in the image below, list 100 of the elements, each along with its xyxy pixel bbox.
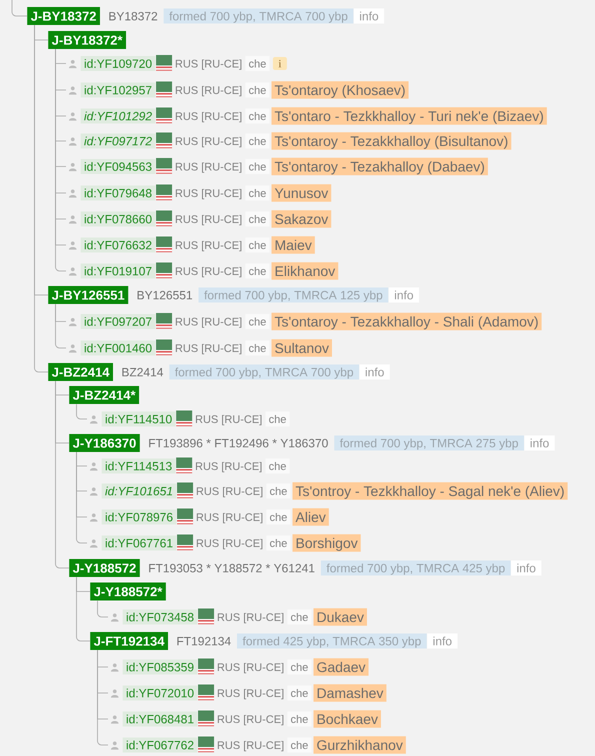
- age-estimate-tag: formed 425 ybp, TMRCA 350 ybp: [237, 634, 427, 648]
- haplogroup-box: J-FT192134: [90, 632, 168, 650]
- country-code: RUS [RU-CE]: [196, 415, 262, 426]
- lineage-tag: Ts'ontroy - Tezkkhalloy - Sagal nek'e (Aliev): [292, 482, 568, 500]
- country-code: RUS [RU-CE]: [196, 462, 262, 472]
- lineage-tag: Yunusov: [272, 184, 332, 202]
- info-tag: info: [388, 288, 420, 302]
- country-code: RUS [RU-CE]: [176, 162, 242, 173]
- info-tag: info: [359, 364, 390, 380]
- lineage-tag: Damashev: [314, 684, 386, 702]
- lineage-tag: Gurzhikhanov: [314, 736, 406, 754]
- language-tag: che: [245, 56, 270, 71]
- language-tag: che: [287, 738, 312, 752]
- country-code: RUS [RU-CE]: [176, 86, 242, 96]
- country-code: RUS [RU-CE]: [176, 137, 242, 148]
- sample-id-tag: id:YF102957: [80, 82, 156, 98]
- sample-id-tag: id:YF078976: [102, 510, 176, 524]
- tree-line: [97, 600, 108, 618]
- language-tag: che: [245, 108, 270, 124]
- haplogroup-box: J-BY18372*: [48, 31, 126, 49]
- sample-id-tag: id:YF078660: [80, 212, 156, 226]
- language-tag: che: [245, 314, 270, 329]
- snp-list: BY18372: [109, 12, 158, 20]
- sample-id-tag: id:YF019107: [80, 264, 156, 278]
- language-tag: che: [287, 686, 312, 700]
- lineage-tag: Ts'ontaroy - Tezakhalloy (Dabaev): [272, 158, 488, 176]
- age-estimate-tag: formed 700 ybp, TMRCA 275 ybp: [334, 436, 524, 450]
- sample-id-tag: id:YF114510: [102, 412, 176, 426]
- sample-id-tag: id:YF072010: [122, 686, 198, 700]
- language-tag: che: [245, 340, 270, 356]
- country-code: RUS [RU-CE]: [176, 344, 242, 354]
- language-tag: che: [265, 458, 290, 474]
- sample-id-tag: id:YF001460: [80, 340, 156, 356]
- country-code: RUS [RU-CE]: [176, 215, 242, 226]
- language-tag: che: [266, 536, 290, 550]
- age-estimate-tag: formed 700 ybp, TMRCA 700 ybp: [169, 364, 360, 380]
- sample-id-tag: id:YF085359: [122, 660, 198, 674]
- country-code: RUS [RU-CE]: [218, 662, 284, 674]
- age-estimate-tag: formed 700 ybp, TMRCA 700 ybp: [164, 8, 354, 24]
- language-tag: che: [245, 134, 270, 148]
- country-code: RUS [RU-CE]: [176, 241, 242, 252]
- lineage-tag: Ts'ontaroy - Tezakkhalloy (Bisultanov): [272, 132, 512, 150]
- haplogroup-box: J-BY126551: [48, 286, 128, 304]
- country-code: RUS [RU-CE]: [218, 612, 284, 624]
- info-tag: info: [354, 8, 384, 24]
- tree-line: [76, 404, 88, 420]
- language-tag: che: [245, 212, 270, 226]
- sample-id-tag: id:YF068481: [122, 712, 198, 726]
- tree-line: [34, 24, 48, 372]
- sample-id-tag: id:YF114513: [102, 458, 176, 474]
- snp-list: FT193053 * Y188572 * Y61241: [149, 564, 314, 572]
- language-tag: che: [266, 510, 290, 524]
- sample-id-tag: id:YF079648: [80, 186, 156, 200]
- sample-id-tag: id:YF109720: [80, 56, 156, 71]
- country-code: RUS [RU-CE]: [218, 714, 284, 726]
- tree-line: [12, 0, 28, 16]
- tree-line: [55, 380, 70, 568]
- country-code: RUS [RU-CE]: [196, 512, 262, 524]
- language-tag: che: [245, 159, 270, 174]
- language-tag: che: [287, 712, 312, 726]
- country-code: RUS [RU-CE]: [176, 189, 242, 200]
- sample-id-tag: id:YF076632: [80, 238, 156, 252]
- country-code: RUS [RU-CE]: [176, 112, 242, 122]
- country-code: RUS [RU-CE]: [176, 267, 242, 278]
- snp-list: BZ2414: [122, 368, 164, 376]
- language-tag: che: [245, 264, 270, 278]
- lineage-tag: Elikhanov: [272, 262, 338, 280]
- language-tag: che: [266, 484, 290, 498]
- sample-id-tag: id:YF073458: [122, 610, 198, 624]
- haplogroup-box: J-BY18372: [27, 7, 100, 25]
- age-estimate-tag: formed 700 ybp, TMRCA 125 ybp: [198, 288, 388, 302]
- snp-list: FT193896 * FT192496 * Y186370: [149, 438, 328, 448]
- lineage-tag: Dukaev: [314, 608, 367, 626]
- country-code: RUS [RU-CE]: [176, 60, 242, 70]
- haplogroup-box: J-BZ2414: [48, 363, 113, 381]
- language-tag: che: [245, 238, 270, 252]
- lineage-tag: Aliev: [292, 508, 329, 526]
- language-tag: che: [287, 660, 312, 674]
- sample-id-tag: id:YF097207: [80, 314, 156, 329]
- sample-id-tag: id:YF101651: [102, 484, 176, 498]
- language-tag: che: [245, 82, 270, 98]
- snp-list: FT192134: [177, 636, 231, 646]
- sample-id-tag: id:YF067762: [122, 738, 198, 752]
- sample-id-tag: id:YF101292: [80, 108, 156, 124]
- lineage-tag: Gadaev: [314, 658, 369, 676]
- country-code: RUS [RU-CE]: [196, 538, 262, 550]
- haplogroup-box: J-Y186370: [69, 434, 140, 452]
- lineage-tag: Borshigov: [292, 534, 361, 552]
- lineage-tag: Ts'ontaro - Tezkkhalloy - Turi nek'e (Bizaev): [272, 107, 547, 125]
- info-tag: info: [511, 560, 542, 576]
- lineage-tag: Ts'ontaroy (Khosaev): [272, 81, 409, 99]
- info-tag: info: [524, 436, 555, 450]
- country-code: RUS [RU-CE]: [196, 486, 262, 498]
- language-tag: che: [265, 412, 290, 426]
- language-tag: che: [245, 186, 270, 200]
- haplogroup-box: J-Y188572*: [90, 582, 166, 600]
- snp-list: BY126551: [138, 290, 192, 300]
- lineage-tag: Sakazov: [272, 210, 332, 228]
- lineage-tag: Bochkaev: [314, 710, 381, 728]
- lineage-tag: Sultanov: [272, 339, 332, 357]
